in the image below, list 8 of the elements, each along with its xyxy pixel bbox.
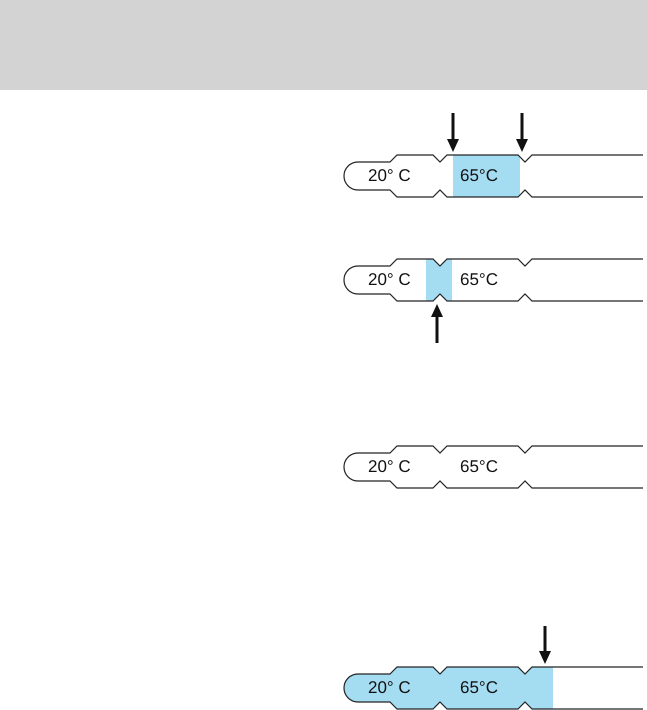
temperature-label: 20° C [368, 166, 411, 186]
temperature-label: 65°C [460, 270, 498, 290]
temperature-label: 65°C [460, 457, 498, 477]
temperature-label: 65°C [460, 166, 498, 186]
temperature-label: 20° C [368, 678, 411, 698]
temperature-label: 20° C [368, 457, 411, 477]
temperature-label: 65°C [460, 678, 498, 698]
temperature-label: 20° C [368, 270, 411, 290]
